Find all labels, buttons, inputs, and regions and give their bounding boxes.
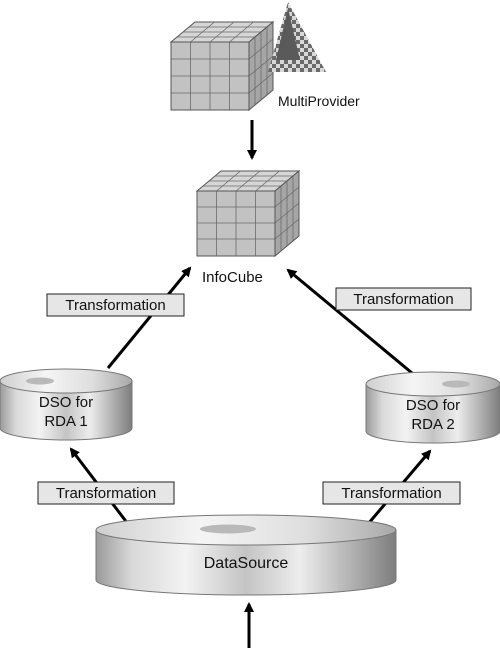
transformation-box-datasource-dso2: Transformation xyxy=(322,481,461,505)
infocube-label: InfoCube xyxy=(202,269,263,286)
dso1-label-line1: DSO for xyxy=(39,394,93,411)
dso1-label-line2: RDA 1 xyxy=(44,413,87,430)
transformation-label: Transformation xyxy=(65,297,165,314)
dso2-label-line2: RDA 2 xyxy=(411,416,454,433)
datasource-cylinder: DataSource xyxy=(95,514,397,596)
transformation-label: Transformation xyxy=(56,485,156,502)
arrow-dso2-to-infocube xyxy=(286,268,413,375)
transformation-box-datasource-dso1: Transformation xyxy=(37,481,175,505)
datasource-label: DataSource xyxy=(204,555,289,572)
transformation-box-dso1-infocube: Transformation xyxy=(46,293,185,317)
transformation-box-dso2-infocube: Transformation xyxy=(335,287,472,311)
checkered-triangle-icon xyxy=(268,2,326,72)
infocube-cube-icon xyxy=(195,169,301,258)
transformation-label: Transformation xyxy=(353,291,453,308)
dso2-cylinder: DSO for RDA 2 xyxy=(365,371,500,444)
transformation-label: Transformation xyxy=(341,485,441,502)
multiprovider-cube-icon xyxy=(169,20,275,112)
dso2-label-line1: DSO for xyxy=(406,397,460,414)
arrow-dso1-to-infocube xyxy=(106,266,192,369)
dso1-cylinder: DSO for RDA 1 xyxy=(0,368,133,441)
multiprovider-label: MultiProvider xyxy=(278,93,360,109)
